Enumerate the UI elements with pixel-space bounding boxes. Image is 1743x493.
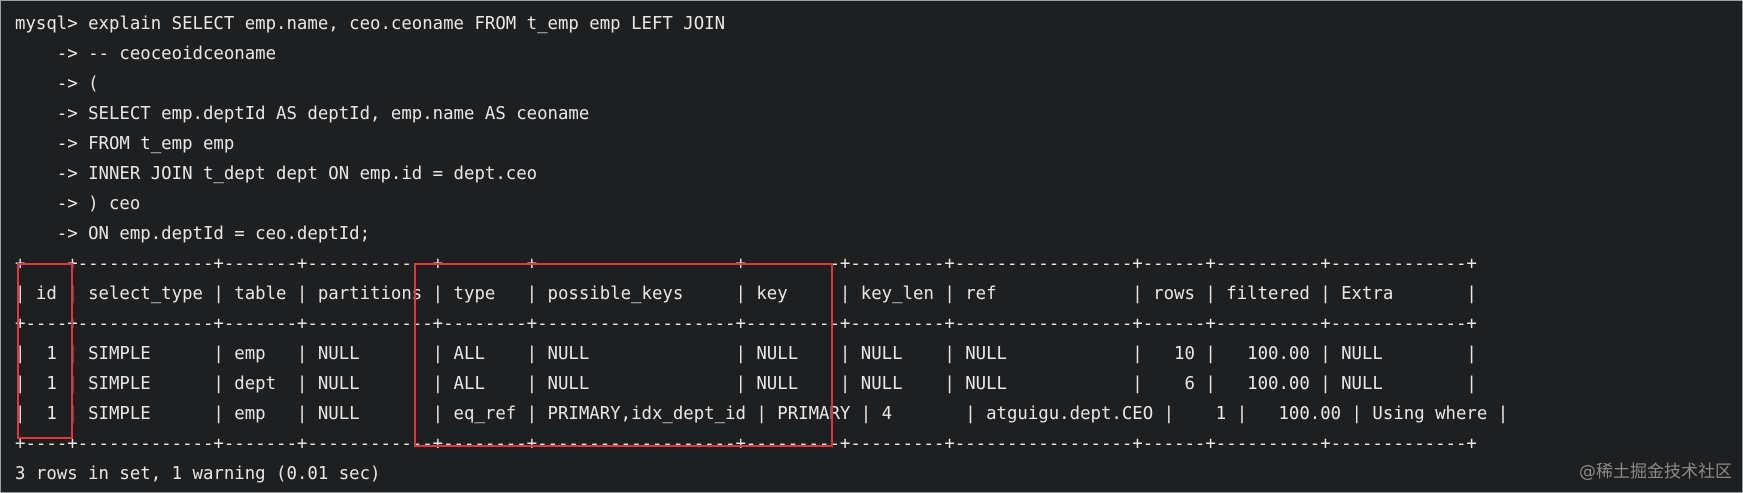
terminal-line: -> FROM t_emp emp — [15, 134, 235, 154]
terminal-line: -> INNER JOIN t_dept dept ON emp.id = de… — [15, 164, 538, 184]
terminal-line: mysql> explain SELECT emp.name, ceo.ceon… — [15, 14, 726, 34]
table-header-row: | id | select_type | table | partitions … — [15, 284, 1477, 304]
result-summary: 3 rows in set, 1 warning (0.01 sec) — [15, 464, 381, 484]
terminal-line: -> -- ceoceoidceoname — [15, 44, 277, 64]
table-border-top: +----+-------------+-------+------------… — [15, 254, 1477, 274]
terminal-output[interactable]: mysql> explain SELECT emp.name, ceo.ceon… — [15, 9, 1508, 489]
watermark: @稀土掘金技术社区 — [1579, 462, 1732, 482]
terminal-line: -> SELECT emp.deptId AS deptId, emp.name… — [15, 104, 590, 124]
terminal-line: -> ( — [15, 74, 99, 94]
table-row: | 1 | SIMPLE | dept | NULL | ALL | NULL … — [15, 374, 1477, 394]
terminal-line: -> ON emp.deptId = ceo.deptId; — [15, 224, 371, 244]
table-row: | 1 | SIMPLE | emp | NULL | ALL | NULL |… — [15, 344, 1477, 364]
table-row: | 1 | SIMPLE | emp | NULL | eq_ref | PRI… — [15, 404, 1509, 424]
table-border-header: +----+-------------+-------+------------… — [15, 314, 1477, 334]
terminal-line: -> ) ceo — [15, 194, 141, 214]
table-border-bottom: +----+-------------+-------+------------… — [15, 434, 1477, 454]
